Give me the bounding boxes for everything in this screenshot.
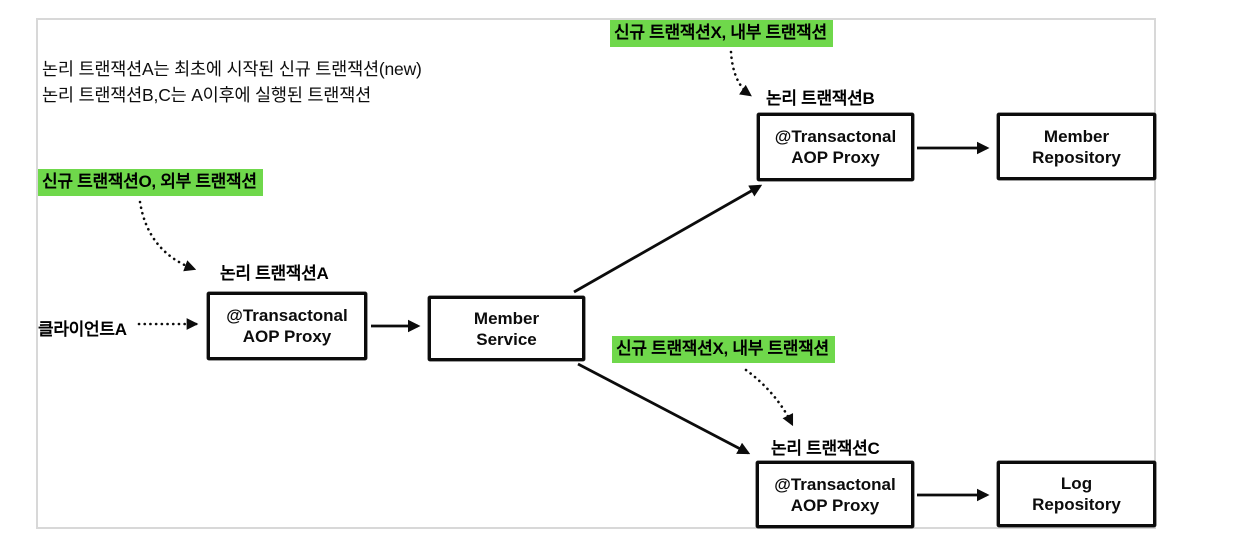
- highlight-inner-transaction-b: 신규 트랜잭션X, 내부 트랜잭션: [610, 20, 833, 47]
- aop-proxy-b-line2: AOP Proxy: [791, 148, 880, 167]
- aop-proxy-a-box: @Transactonal AOP Proxy: [207, 292, 367, 360]
- logical-transaction-b-label: 논리 트랜잭션B: [766, 89, 875, 108]
- explanation-note-line1: 논리 트랜잭션A는 최초에 시작된 신규 트랜잭션(new): [42, 59, 422, 79]
- highlight-inner-transaction-c: 신규 트랜잭션X, 내부 트랜잭션: [612, 336, 835, 363]
- aop-proxy-a-line2: AOP Proxy: [242, 327, 332, 346]
- member-repository-line1: Member: [1043, 126, 1110, 146]
- aop-proxy-b-line1: @Transactonal: [774, 127, 897, 146]
- log-repository-box: Log Repository: [997, 461, 1156, 527]
- explanation-note: 논리 트랜잭션A는 최초에 시작된 신규 트랜잭션(new) 논리 트랜잭션B,…: [42, 56, 422, 108]
- aop-proxy-b-box: @Transactonal AOP Proxy: [757, 113, 914, 181]
- log-repository-line1: Log: [1060, 474, 1093, 493]
- member-service-line2: Service: [476, 329, 537, 349]
- aop-proxy-a-line1: @Transactonal: [226, 306, 348, 325]
- explanation-note-line2: 논리 트랜잭션B,C는 A이후에 실행된 트랜잭션: [42, 85, 371, 105]
- log-repository-line2: Repository: [1032, 495, 1121, 514]
- highlight-outer-transaction: 신규 트랜잭션O, 외부 트랜잭션: [38, 169, 263, 196]
- member-repository-line2: Repository: [1032, 147, 1121, 167]
- member-service-box: Member Service: [428, 296, 585, 361]
- aop-proxy-c-line2: AOP Proxy: [790, 495, 880, 515]
- aop-proxy-c-line1: @Transactonal: [774, 474, 896, 494]
- client-a-label: 클라이언트A: [38, 320, 127, 339]
- aop-proxy-c-box: @Transactonal AOP Proxy: [756, 461, 914, 528]
- member-service-line1: Member: [473, 308, 540, 328]
- logical-transaction-a-label: 논리 트랜잭션A: [220, 264, 329, 283]
- member-repository-box: Member Repository: [997, 113, 1156, 180]
- logical-transaction-c-label: 논리 트랜잭션C: [771, 439, 880, 458]
